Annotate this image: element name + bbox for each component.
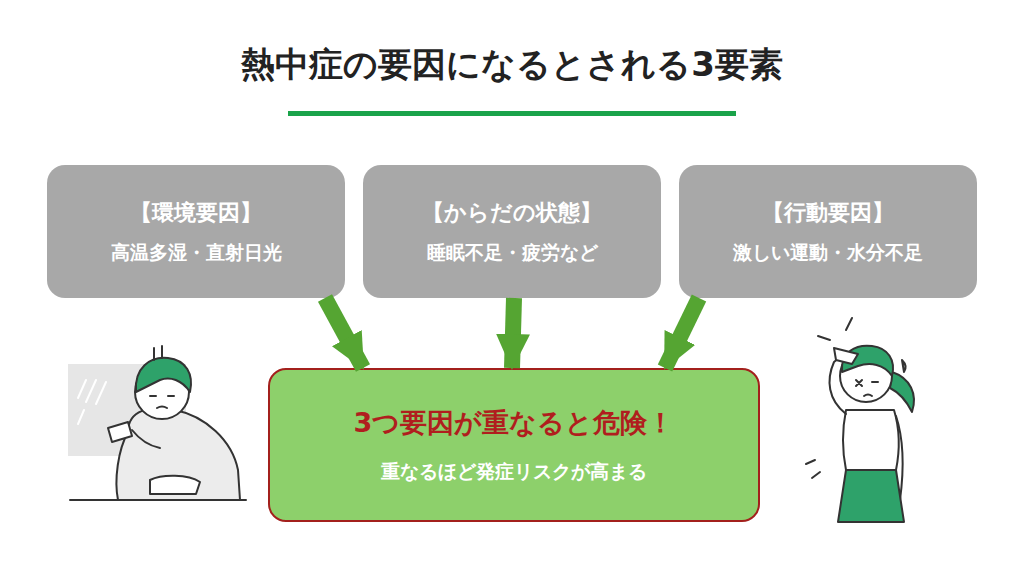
hands: [150, 476, 200, 494]
dizzy-woman-illustration: [806, 318, 914, 522]
box-body: 睡眠不足・疲労など: [427, 240, 598, 266]
hand: [834, 348, 858, 364]
face: [856, 380, 878, 396]
face: [150, 396, 174, 408]
fist: [108, 422, 132, 442]
box-body: 激しい運動・水分不足: [733, 240, 923, 266]
flow-arrow: [665, 298, 699, 368]
box-heading: 3つ要因が重なると危険！: [354, 405, 675, 441]
box-heading: 【からだの状態】: [422, 198, 602, 228]
flow-arrow: [512, 298, 514, 368]
tank-top: [843, 410, 899, 470]
factor-box: 【からだの状態】睡眠不足・疲労など: [363, 165, 661, 298]
gloom-lines: [154, 346, 162, 360]
rain-lines: [78, 380, 106, 424]
sweat-marks: [806, 318, 906, 478]
factor-box: 【環境要因】高温多湿・直射日光: [47, 165, 345, 298]
factor-box: 【行動要因】激しい運動・水分不足: [679, 165, 977, 298]
warning-box: 3つ要因が重なると危険！ 重なるほど発症リスクが高まる: [268, 368, 760, 522]
diagram-title: 熱中症の要因になるとされる3要素: [0, 42, 1024, 88]
hair: [136, 358, 191, 392]
flow-arrow: [325, 298, 363, 368]
title-underline: [288, 111, 736, 116]
arm: [132, 430, 160, 448]
box-body: 高温多湿・直射日光: [111, 240, 282, 266]
ponytail: [890, 372, 914, 412]
box-heading: 【環境要因】: [130, 198, 262, 228]
box-body: 重なるほど発症リスクが高まる: [381, 459, 647, 485]
skirt: [838, 470, 904, 522]
desk-line: [70, 499, 246, 501]
body: [116, 408, 240, 500]
box-heading: 【行動要因】: [762, 198, 894, 228]
tired-person-illustration: [68, 346, 246, 500]
